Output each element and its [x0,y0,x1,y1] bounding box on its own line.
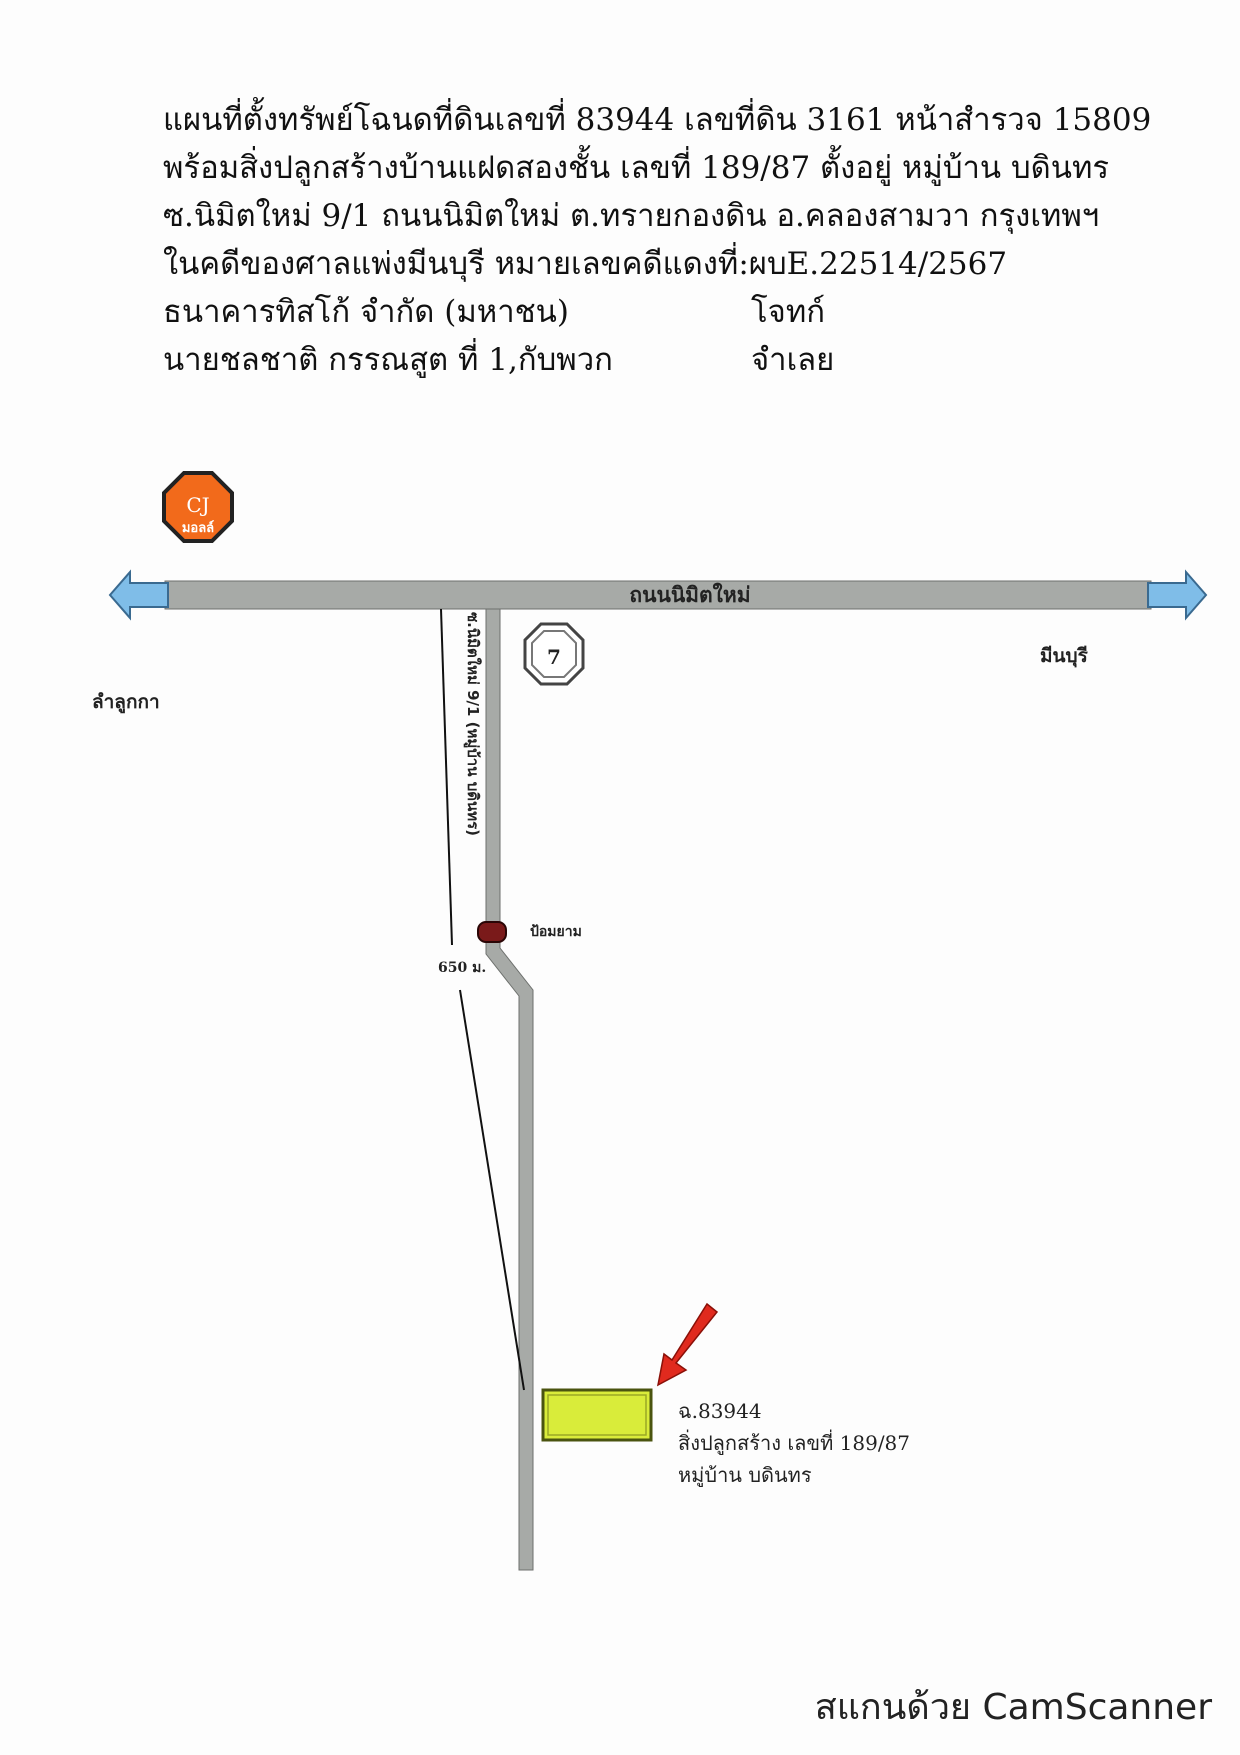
plaintiff-role: โจทก์ [751,294,826,330]
main-road: ถนนนิมิตใหม่ [164,580,1152,610]
header: แผนที่ตั้งทรัพย์โฉนดที่ดินเลขที่ 83944 เ… [163,96,1223,384]
scanner-watermark: สแกนด้วย CamScanner [814,1687,1212,1728]
defendant-row: นายชลชาติ กรรณสูต ที่ 1,กับพวก จำเลย [163,336,1223,384]
property-line-2: สิ่งปลูกสร้าง เลขที่ 189/87 [678,1429,910,1456]
cj-logo-top: CJ [186,493,209,517]
soi-label: ซ.นิมิตใหม่ 9/1 (หมู่บ้าน บดินทร) [463,612,482,836]
header-line-3: ซ.นิมิตใหม่ 9/1 ถนนนิมิตใหม่ ต.ทรายกองดิ… [163,198,1100,234]
distance-label: 650 ม. [438,960,486,976]
defendant-name: นายชลชาติ กรรณสูต ที่ 1,กับพวก [163,342,613,378]
plaintiff-row: ธนาคารทิสโก้ จำกัด (มหาชน) โจทก์ [163,288,1223,336]
soi-road [485,608,534,1571]
cj-logo-bottom: มอลล์ [182,520,214,536]
plaintiff-name: ธนาคารทิสโก้ จำกัด (มหาชน) [163,294,569,330]
seven-logo-text: 7 [547,645,561,669]
cj-mall-logo: CJ มอลล์ [162,471,234,543]
distance-line-lower [459,989,525,1391]
cj-octagon [162,471,234,543]
pointer-arrow-icon [656,1302,719,1387]
guard-post-label: ป้อมยาม [530,924,582,940]
right-direction-label: มีนบุรี [1040,645,1089,668]
property-block-inner [547,1394,647,1436]
main-road-band [164,580,1152,610]
property-line-3: หมู่บ้าน บดินทร [678,1463,812,1488]
defendant-role: จำเลย [751,342,835,378]
guard-post-icon [477,921,507,943]
left-arrow-icon [108,569,169,621]
left-direction-label: ลำลูกกา [92,691,160,714]
header-line-4: ในคดีของศาลแพ่งมีนบุรี หมายเลขคดีแดงที่:… [163,246,1008,282]
header-line-1: แผนที่ตั้งทรัพย์โฉนดที่ดินเลขที่ 83944 เ… [163,102,1152,138]
property-line-1: ฉ.83944 [678,1399,762,1423]
distance-line-upper [440,608,453,946]
property-marker [541,1388,653,1442]
seven-eleven-logo: 7 [523,622,585,686]
header-line-2: พร้อมสิ่งปลูกสร้างบ้านแฝดสองชั้น เลขที่ … [163,150,1110,186]
main-road-label: ถนนนิมิตใหม่ [629,582,750,607]
seven-octagon-inner [531,630,577,678]
right-arrow-icon [1147,569,1208,621]
property-block [541,1388,653,1442]
